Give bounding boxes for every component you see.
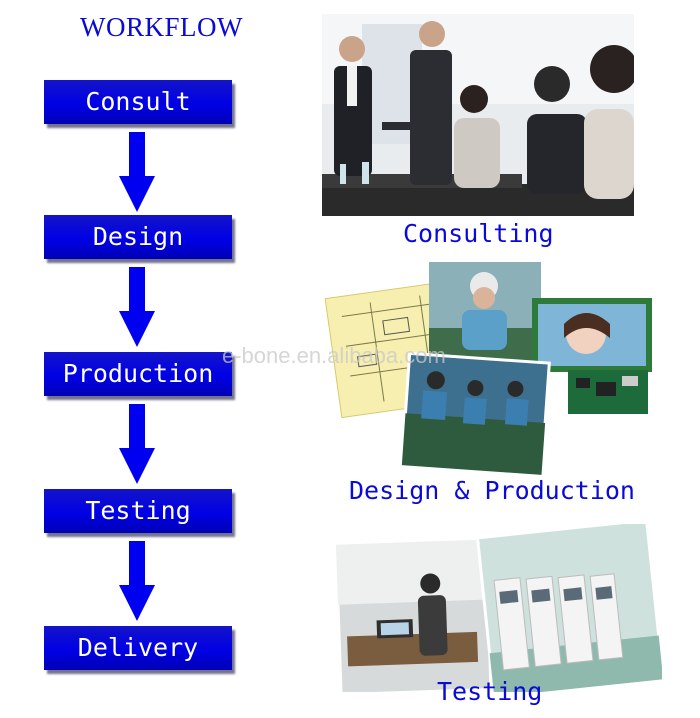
- caption-testing: Testing: [437, 677, 543, 706]
- step-delivery: Delivery: [44, 626, 232, 670]
- step-testing: Testing: [44, 489, 232, 533]
- arrow-down-icon: [119, 541, 155, 621]
- step-consult: Consult: [44, 80, 232, 124]
- caption-design-production: Design & Production: [349, 476, 635, 505]
- arrow-down-icon: [119, 132, 155, 212]
- workflow-title: WORKFLOW: [80, 12, 243, 42]
- consulting-photo: [322, 14, 634, 216]
- design-production-collage: [324, 262, 652, 477]
- step-design: Design: [44, 215, 232, 259]
- watermark: e-bone.en.alibaba.com: [222, 343, 446, 368]
- caption-consulting: Consulting: [403, 219, 554, 248]
- step-production: Production: [44, 352, 232, 396]
- arrow-down-icon: [119, 404, 155, 484]
- testing-collage: [336, 524, 662, 692]
- arrow-down-icon: [119, 267, 155, 347]
